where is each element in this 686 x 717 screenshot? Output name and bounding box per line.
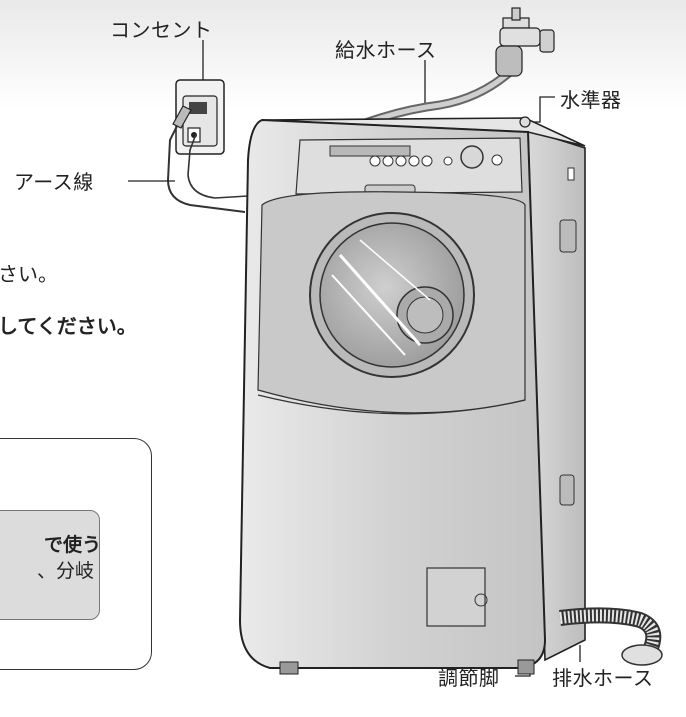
machine-shape	[238, 116, 586, 675]
top-band	[0, 0, 686, 110]
body-text-line1: さい。	[0, 262, 58, 286]
note-inner-box	[0, 510, 100, 620]
label-outlet: コンセント	[110, 18, 213, 42]
label-level: 水準器	[560, 88, 622, 112]
outlet-shape	[175, 79, 225, 155]
label-earth-wire: アース線	[14, 170, 94, 194]
label-drain-hose: 排水ホース	[552, 666, 654, 690]
faucet-shape	[495, 7, 555, 77]
note-line: 、分岐	[37, 560, 95, 582]
body-text-line2: してください。	[0, 314, 137, 338]
label-adjust-foot: 調節脚	[438, 666, 500, 690]
label-supply-hose: 給水ホース	[335, 38, 437, 62]
note-heading: で使う	[44, 534, 102, 556]
drain-hose-shape	[559, 607, 663, 666]
